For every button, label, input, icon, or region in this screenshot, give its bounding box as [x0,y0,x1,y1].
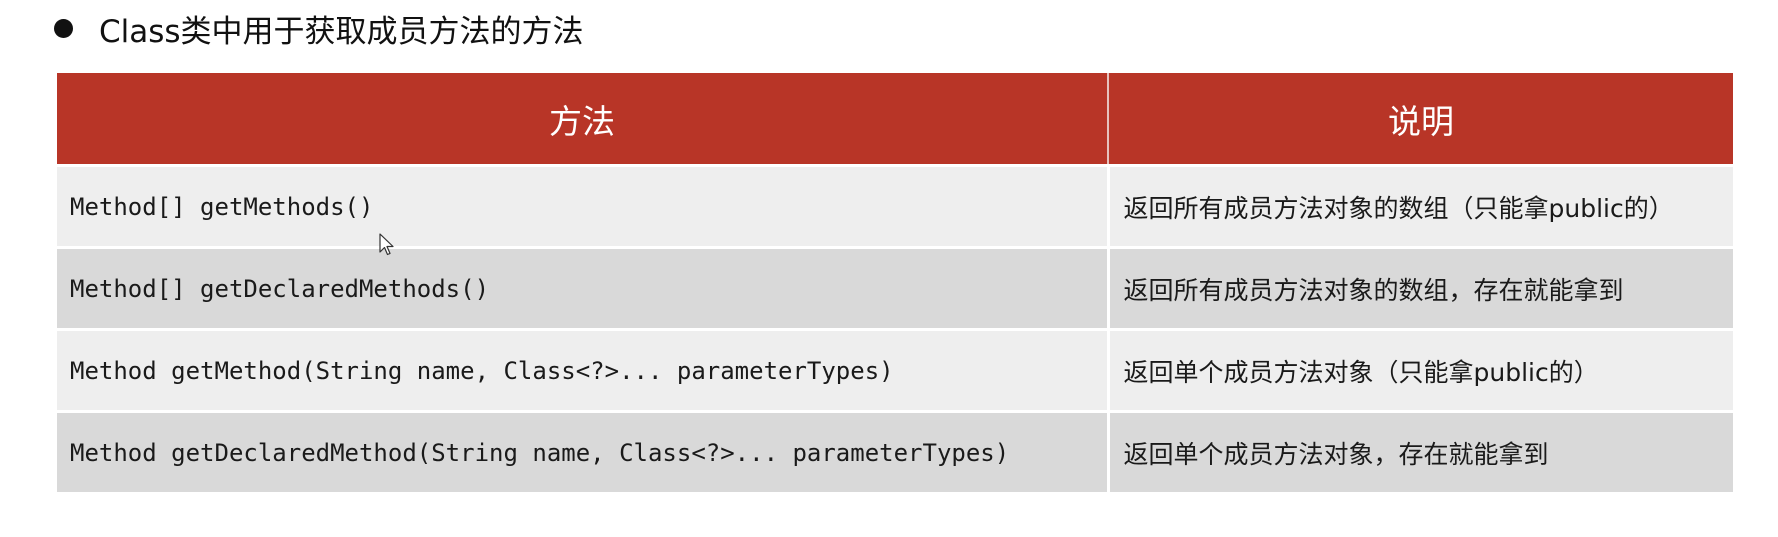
method-description: 返回所有成员方法对象的数组（只能拿public的） [1108,164,1733,248]
column-header-method: 方法 [57,73,1109,166]
method-signature: Method[] getDeclaredMethods() [57,246,1110,330]
table-row: Method[] getMethods() 返回所有成员方法对象的数组（只能拿p… [57,164,1733,248]
table-row: Method[] getDeclaredMethods() 返回所有成员方法对象… [57,246,1733,330]
column-header-description: 说明 [1108,73,1733,166]
method-description: 返回所有成员方法对象的数组，存在就能拿到 [1108,246,1733,330]
method-signature: Method getMethod(String name, Class<?>..… [57,328,1110,412]
methods-table: 方法 说明 Method[] getMethods() 返回所有成员方法对象的数… [57,73,1733,492]
table-body: Method[] getMethods() 返回所有成员方法对象的数组（只能拿p… [57,164,1733,492]
table-header: 方法 说明 [57,73,1733,166]
mouse-pointer-icon [379,233,394,256]
heading-text: Class类中用于获取成员方法的方法 [99,13,584,50]
section-heading: Class类中用于获取成员方法的方法 [48,6,584,50]
method-signature: Method getDeclaredMethod(String name, Cl… [57,410,1110,492]
table-row: Method getMethod(String name, Class<?>..… [57,328,1733,412]
table-header-row: 方法 说明 [57,73,1733,166]
method-description: 返回单个成员方法对象（只能拿public的） [1108,328,1733,412]
table-row: Method getDeclaredMethod(String name, Cl… [57,410,1733,492]
bullet-icon [54,18,73,38]
method-description: 返回单个成员方法对象，存在就能拿到 [1108,410,1733,492]
method-signature: Method[] getMethods() [57,164,1110,248]
